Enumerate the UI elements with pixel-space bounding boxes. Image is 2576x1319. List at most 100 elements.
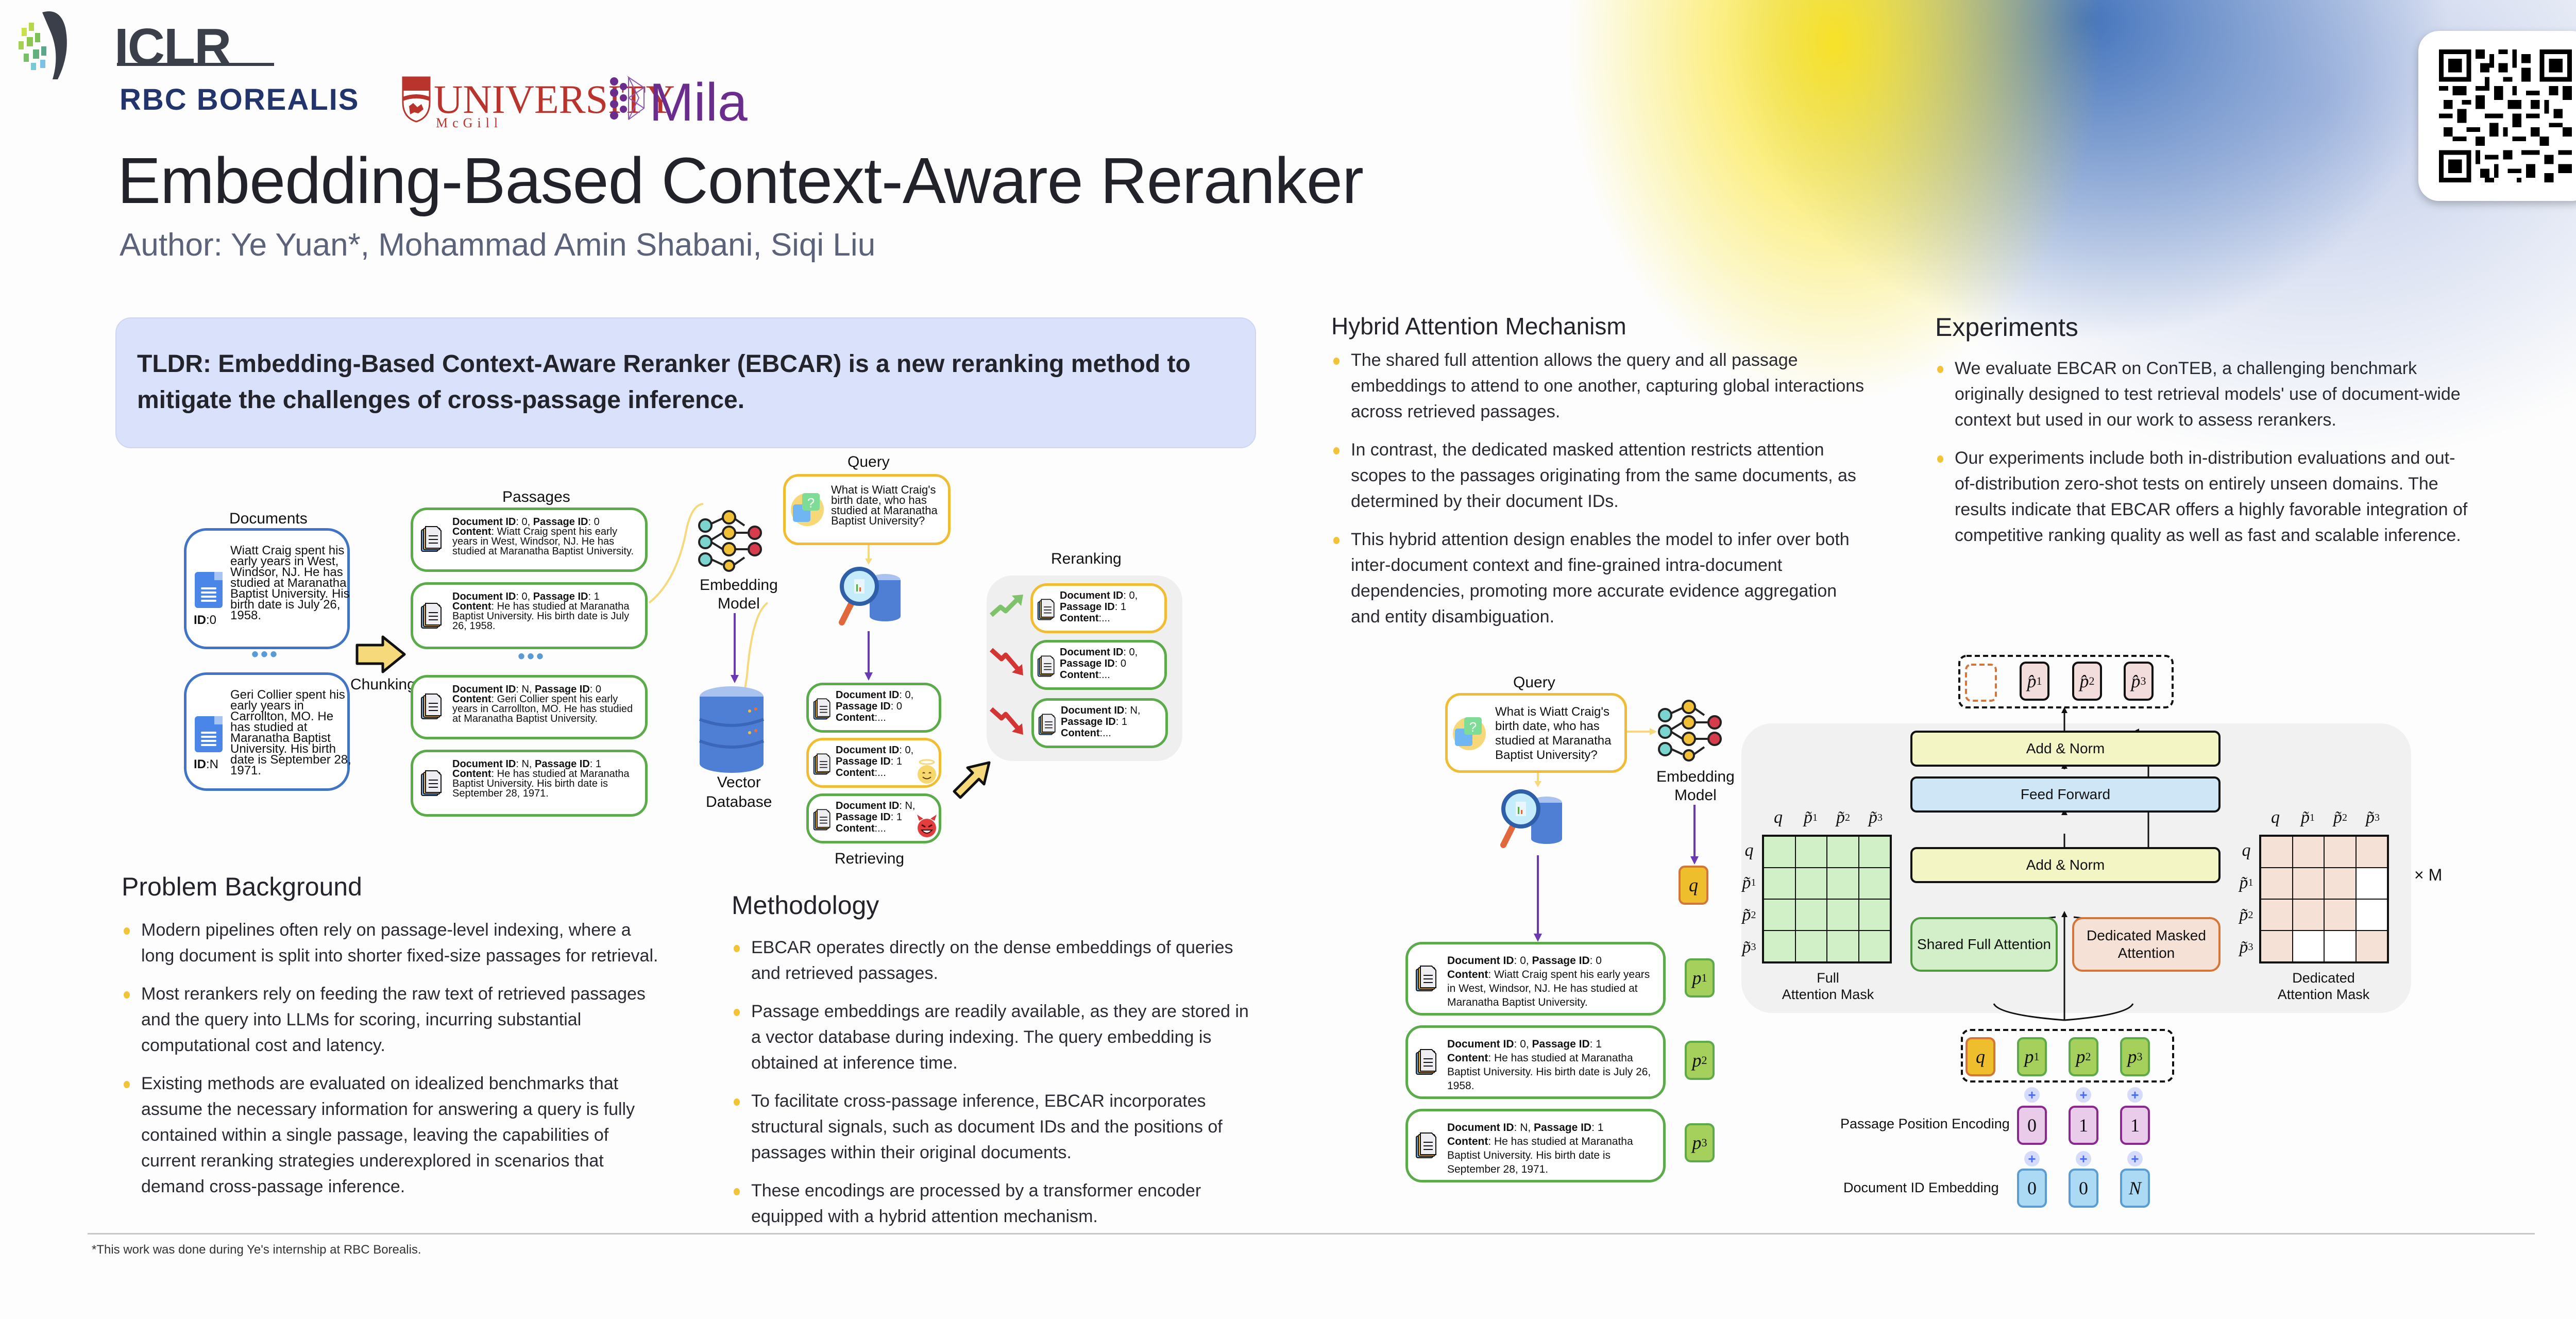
- mask-cell: [2324, 899, 2356, 931]
- experiments-section: Experiments We evaluate EBCAR on ConTEB,…: [1935, 312, 2471, 561]
- mask-cell: [1827, 868, 1859, 899]
- document-page-icon: [1037, 599, 1055, 620]
- bullet-item: These encodings are processed by a trans…: [732, 1178, 1262, 1229]
- mask-cell: [2292, 868, 2324, 899]
- document-page-icon: [421, 770, 442, 796]
- mcgill-university-text: McGill: [436, 115, 503, 130]
- bullet-item: Modern pipelines often rely on passage-l…: [122, 917, 663, 969]
- document-page-icon: [1037, 655, 1055, 677]
- down-arrow-icon: [865, 545, 872, 565]
- mask-axis-label: p̃2: [2333, 808, 2347, 827]
- add-norm-block-top: Add & Norm: [1910, 731, 2221, 767]
- footer-divider: [88, 1233, 2535, 1235]
- bullet-item: This hybrid attention design enables the…: [1331, 527, 1867, 630]
- trend-down-icon: [989, 648, 1023, 675]
- section-heading: Methodology: [732, 891, 879, 920]
- section-heading: Experiments: [1935, 313, 2078, 342]
- mask-axis-label: p̃1: [1804, 808, 1818, 827]
- query-card: ? What is Wiatt Craig's birth date, who …: [1445, 693, 1627, 773]
- angel-emoji-icon: [918, 759, 936, 784]
- trend-down-icon: [989, 707, 1023, 735]
- transformer-block-panel: [1741, 723, 2411, 1013]
- qr-code-card[interactable]: [2418, 31, 2576, 201]
- shared-full-attention-block: Shared Full Attention: [1910, 917, 2058, 972]
- mask-cell: [1827, 836, 1859, 868]
- documents-label: Documents: [229, 510, 308, 527]
- plus-icon: +: [2076, 1087, 2091, 1103]
- bullet-item: Passage embeddings are readily available…: [732, 999, 1262, 1076]
- bullet-item: Existing methods are evaluated on ideali…: [122, 1071, 663, 1199]
- mila-logo: Mila: [608, 72, 762, 132]
- hybrid-attention-section: Hybrid Attention Mechanism The shared fu…: [1331, 312, 1867, 642]
- mask-cell: [2324, 836, 2356, 868]
- document-id-token: N: [2120, 1169, 2150, 1208]
- svg-text:?: ?: [1469, 719, 1477, 735]
- bullet-item: In contrast, the dedicated masked attent…: [1331, 437, 1867, 514]
- mask-cell: [2355, 868, 2387, 899]
- mask-axis-label: p̃3: [1742, 937, 1756, 957]
- ellipsis-dots-icon: •••: [251, 643, 280, 666]
- query-card: ? What is Wiatt Craig's birth date, who …: [783, 474, 951, 545]
- right-arrow-icon: [1627, 728, 1657, 735]
- mask-axis-label: p̃2: [2239, 905, 2253, 925]
- document-id: ID:0: [194, 613, 217, 627]
- mask-cell: [2261, 836, 2293, 868]
- dedicated-masked-attention-block: Dedicated Masked Attention: [2072, 917, 2221, 972]
- neural-network-icon: [1658, 700, 1722, 762]
- mcgill-crest-icon: [402, 76, 431, 123]
- iclr-wordmark: ICLR: [114, 18, 231, 76]
- mask-cell: [1858, 868, 1890, 899]
- output-dashed-group: [1958, 655, 2174, 708]
- mcgill-wordmark: UNIVERSITY: [434, 77, 675, 122]
- reranking-label: Reranking: [1051, 550, 1122, 567]
- mask-cell: [2261, 868, 2293, 899]
- plus-icon: +: [2024, 1151, 2040, 1166]
- output-token: p̂3: [2124, 662, 2154, 701]
- bullet-list: We evaluate EBCAR on ConTEB, a challengi…: [1935, 356, 2471, 548]
- iclr-logo: ICLR: [11, 7, 274, 79]
- mask-axis-label: p̃3: [2239, 937, 2253, 957]
- search-database-icon: [1500, 789, 1562, 848]
- plus-icon: +: [2076, 1151, 2091, 1166]
- down-arrow-icon: [865, 631, 873, 681]
- document-text: Wiatt Craig spent his early years in Wes…: [230, 544, 350, 622]
- down-arrow-icon: [1534, 855, 1542, 942]
- mask-cell: [2355, 899, 2387, 931]
- output-token: p̂1: [2020, 662, 2049, 701]
- mask-cell: [2292, 931, 2324, 962]
- mask-cell: [1795, 899, 1827, 931]
- section-heading: Hybrid Attention Mechanism: [1331, 313, 1626, 340]
- query-text: What is Wiatt Craig's birth date, who ha…: [1495, 705, 1612, 762]
- bullet-item: Our experiments include both in-distribu…: [1935, 445, 2471, 548]
- bullet-item: To facilitate cross-passage inference, E…: [732, 1088, 1262, 1165]
- footnote: *This work was done during Ye's internsh…: [92, 1243, 421, 1257]
- mcgill-logo: UNIVERSITY McGill: [402, 76, 675, 130]
- poster-title: Embedding-Based Context-Aware Reranker: [117, 144, 1364, 217]
- document-page-icon: [1416, 1132, 1436, 1158]
- chunking-label: Chunking: [350, 676, 416, 693]
- mask-cell: [1795, 868, 1827, 899]
- document-page-icon: [421, 526, 442, 552]
- mask-cell: [1764, 931, 1795, 962]
